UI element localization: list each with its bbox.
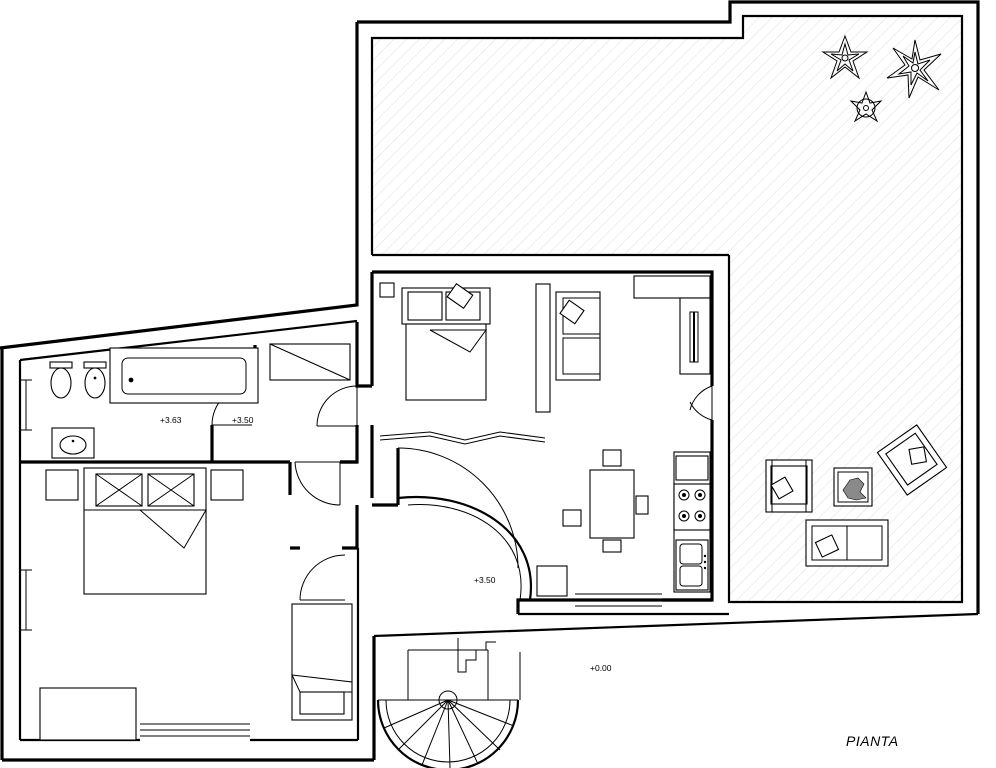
kitchen-sink-icon	[675, 539, 709, 591]
bathroom	[49, 343, 351, 459]
terrace-armchair-left	[765, 459, 813, 513]
exterior-walls	[0, 22, 979, 762]
stove-icon	[673, 483, 711, 531]
bedroom-two	[379, 282, 551, 413]
master-bedroom	[39, 467, 244, 741]
terrace	[357, 0, 980, 614]
level-hall: +3.50	[232, 415, 254, 425]
plant-icon	[886, 39, 942, 99]
interior-walls	[20, 270, 714, 614]
sliding-partition	[379, 431, 546, 445]
level-ground: +0.00	[590, 663, 612, 673]
plant-icon	[849, 90, 883, 123]
kitchen	[536, 451, 711, 597]
level-bathroom: +3.63	[160, 415, 182, 425]
single-bed	[291, 603, 353, 721]
tv-unit	[633, 275, 711, 375]
level-stair-landing: +3.50	[474, 575, 496, 585]
sink-icon	[51, 427, 95, 459]
terrace-coffee-table	[833, 467, 873, 507]
terrace-sofa	[805, 519, 889, 567]
toilet-icon	[49, 361, 73, 399]
terrace-armchair-right	[876, 424, 948, 496]
bidet-icon	[83, 361, 107, 399]
dining-table	[562, 449, 649, 553]
plant-icon	[821, 34, 869, 80]
spiral-staircase	[376, 638, 521, 768]
curved-partition	[397, 495, 533, 601]
living-sofa	[555, 291, 601, 381]
plan-title: PIANTA	[846, 733, 899, 749]
doors	[211, 384, 713, 601]
